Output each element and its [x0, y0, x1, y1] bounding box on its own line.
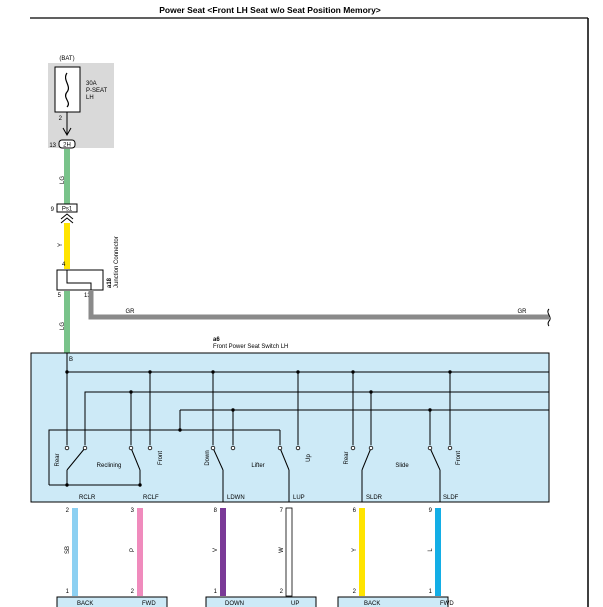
motor-label-right-0: FWD — [142, 601, 156, 607]
wire-gr-label-1: GR — [126, 309, 136, 315]
terminal-rclr: RCLR — [79, 495, 96, 501]
junction-pin-left: 5 — [58, 293, 62, 299]
switch-contacts — [49, 447, 441, 502]
fuse-icon — [64, 72, 70, 108]
contact-front-1: Front — [158, 451, 164, 465]
output-pin-top-2: 8 — [214, 508, 218, 514]
output-pin-top-3: 7 — [280, 508, 284, 514]
contact-points — [64, 445, 453, 451]
output-pin-bottom-1: 2 — [131, 589, 135, 595]
switch-id: a6 — [213, 337, 220, 343]
output-wire-2 — [220, 508, 226, 596]
terminal-sldr: SLDR — [366, 495, 383, 501]
terminal-ldwn: LDWN — [227, 495, 245, 501]
output-wire-label-5: L — [428, 548, 434, 552]
motor-label-right-2: FWD — [440, 601, 454, 607]
wire-gr — [88, 290, 549, 320]
switch-name: Front Power Seat Switch LH — [213, 344, 288, 350]
junction-name: Junction Connector — [114, 236, 120, 288]
fuse-name-2: LH — [86, 95, 94, 101]
output-pin-top-5: 9 — [429, 508, 433, 514]
junction-pin-top: 4 — [62, 262, 66, 268]
group-reclining: Reclining — [97, 463, 122, 469]
group-lifter: Lifter — [251, 463, 264, 469]
terminal-rclf: RCLF — [143, 495, 159, 501]
fuse-output-arrow-icon — [62, 127, 72, 137]
connector-ps1 — [56, 203, 78, 213]
wire-lg-bottom — [64, 291, 70, 353]
junction-internal-link — [66, 270, 92, 290]
wire-lg-top — [64, 149, 70, 204]
fuse-amp: 30A — [86, 81, 97, 87]
junction-connector-a18 — [56, 269, 104, 291]
group-slide: Slide — [395, 463, 409, 469]
motor-label-left-2: BACK — [364, 601, 380, 607]
motor-box-0 — [56, 596, 168, 607]
output-pin-top-1: 3 — [131, 508, 135, 514]
wire-y-label: Y — [58, 243, 64, 247]
motor-label-right-1: UP — [291, 601, 299, 607]
connector-2h-label: 2H — [63, 143, 71, 149]
junction-pin-right: 13 — [84, 293, 91, 299]
output-wire-5 — [435, 508, 441, 596]
connector-ps1-pin: 9 — [51, 207, 55, 213]
page-title: Power Seat <Front LH Seat w/o Seat Posit… — [159, 5, 381, 15]
output-pin-bottom-3: 2 — [280, 589, 284, 595]
output-wire-label-2: V — [213, 548, 219, 552]
connector-2h-pin: 13 — [49, 143, 56, 149]
output-pin-top-4: 6 — [353, 508, 357, 514]
terminal-lup: LUP — [293, 495, 305, 501]
junction-id: a18 — [107, 277, 113, 288]
output-wire-label-3: W — [279, 547, 285, 553]
contact-rear-2: Rear — [344, 451, 350, 464]
output-wire-0 — [72, 508, 78, 596]
motor-label-left-0: BACK — [77, 601, 93, 607]
motor-label-left-1: DOWN — [225, 601, 244, 607]
output-wire-1 — [137, 508, 143, 596]
output-wire-label-0: SB — [65, 546, 71, 554]
output-wire-label-1: P — [130, 548, 136, 552]
battery-label: (BAT) — [59, 56, 74, 62]
output-pin-bottom-2: 1 — [214, 589, 218, 595]
fuse-name-1: P-SEAT — [86, 88, 108, 94]
contact-down: Down — [205, 450, 211, 465]
switch-body — [30, 352, 550, 503]
connector-2h — [58, 139, 76, 149]
wire-lg-top-label: LG — [60, 176, 66, 184]
output-pin-top-0: 2 — [66, 508, 70, 514]
wire-lg-bottom-label: LG — [60, 322, 66, 330]
output-pin-bottom-5: 1 — [429, 589, 433, 595]
connector-ps1-label: Ps1 — [62, 207, 73, 213]
junction-dots — [65, 370, 452, 487]
connector-ps1-chevron-icon — [60, 213, 74, 224]
terminal-sldf: SLDF — [443, 495, 459, 501]
fuse-pin: 2 — [59, 116, 63, 122]
contact-front-2: Front — [456, 451, 462, 465]
output-pin-bottom-4: 2 — [353, 589, 357, 595]
contact-up: Up — [306, 454, 312, 462]
switch-internal-wiring — [48, 353, 549, 485]
fuse-icon-box — [54, 66, 81, 113]
contact-rear-1: Rear — [55, 453, 61, 466]
wire-break-icon — [547, 308, 551, 327]
output-pin-bottom-0: 1 — [66, 589, 70, 595]
motor-connectors: BACK FWD DOWN UP BACK FWD — [56, 596, 454, 607]
output-wire-label-4: Y — [352, 548, 358, 552]
motor-box-1 — [205, 596, 317, 607]
wire-gr-label-2: GR — [518, 309, 528, 315]
motor-box-2 — [337, 596, 449, 607]
output-wire-4 — [359, 508, 365, 596]
wire-y — [64, 223, 70, 269]
output-wire-3 — [285, 507, 293, 597]
switch-pin-b: B — [69, 357, 73, 363]
